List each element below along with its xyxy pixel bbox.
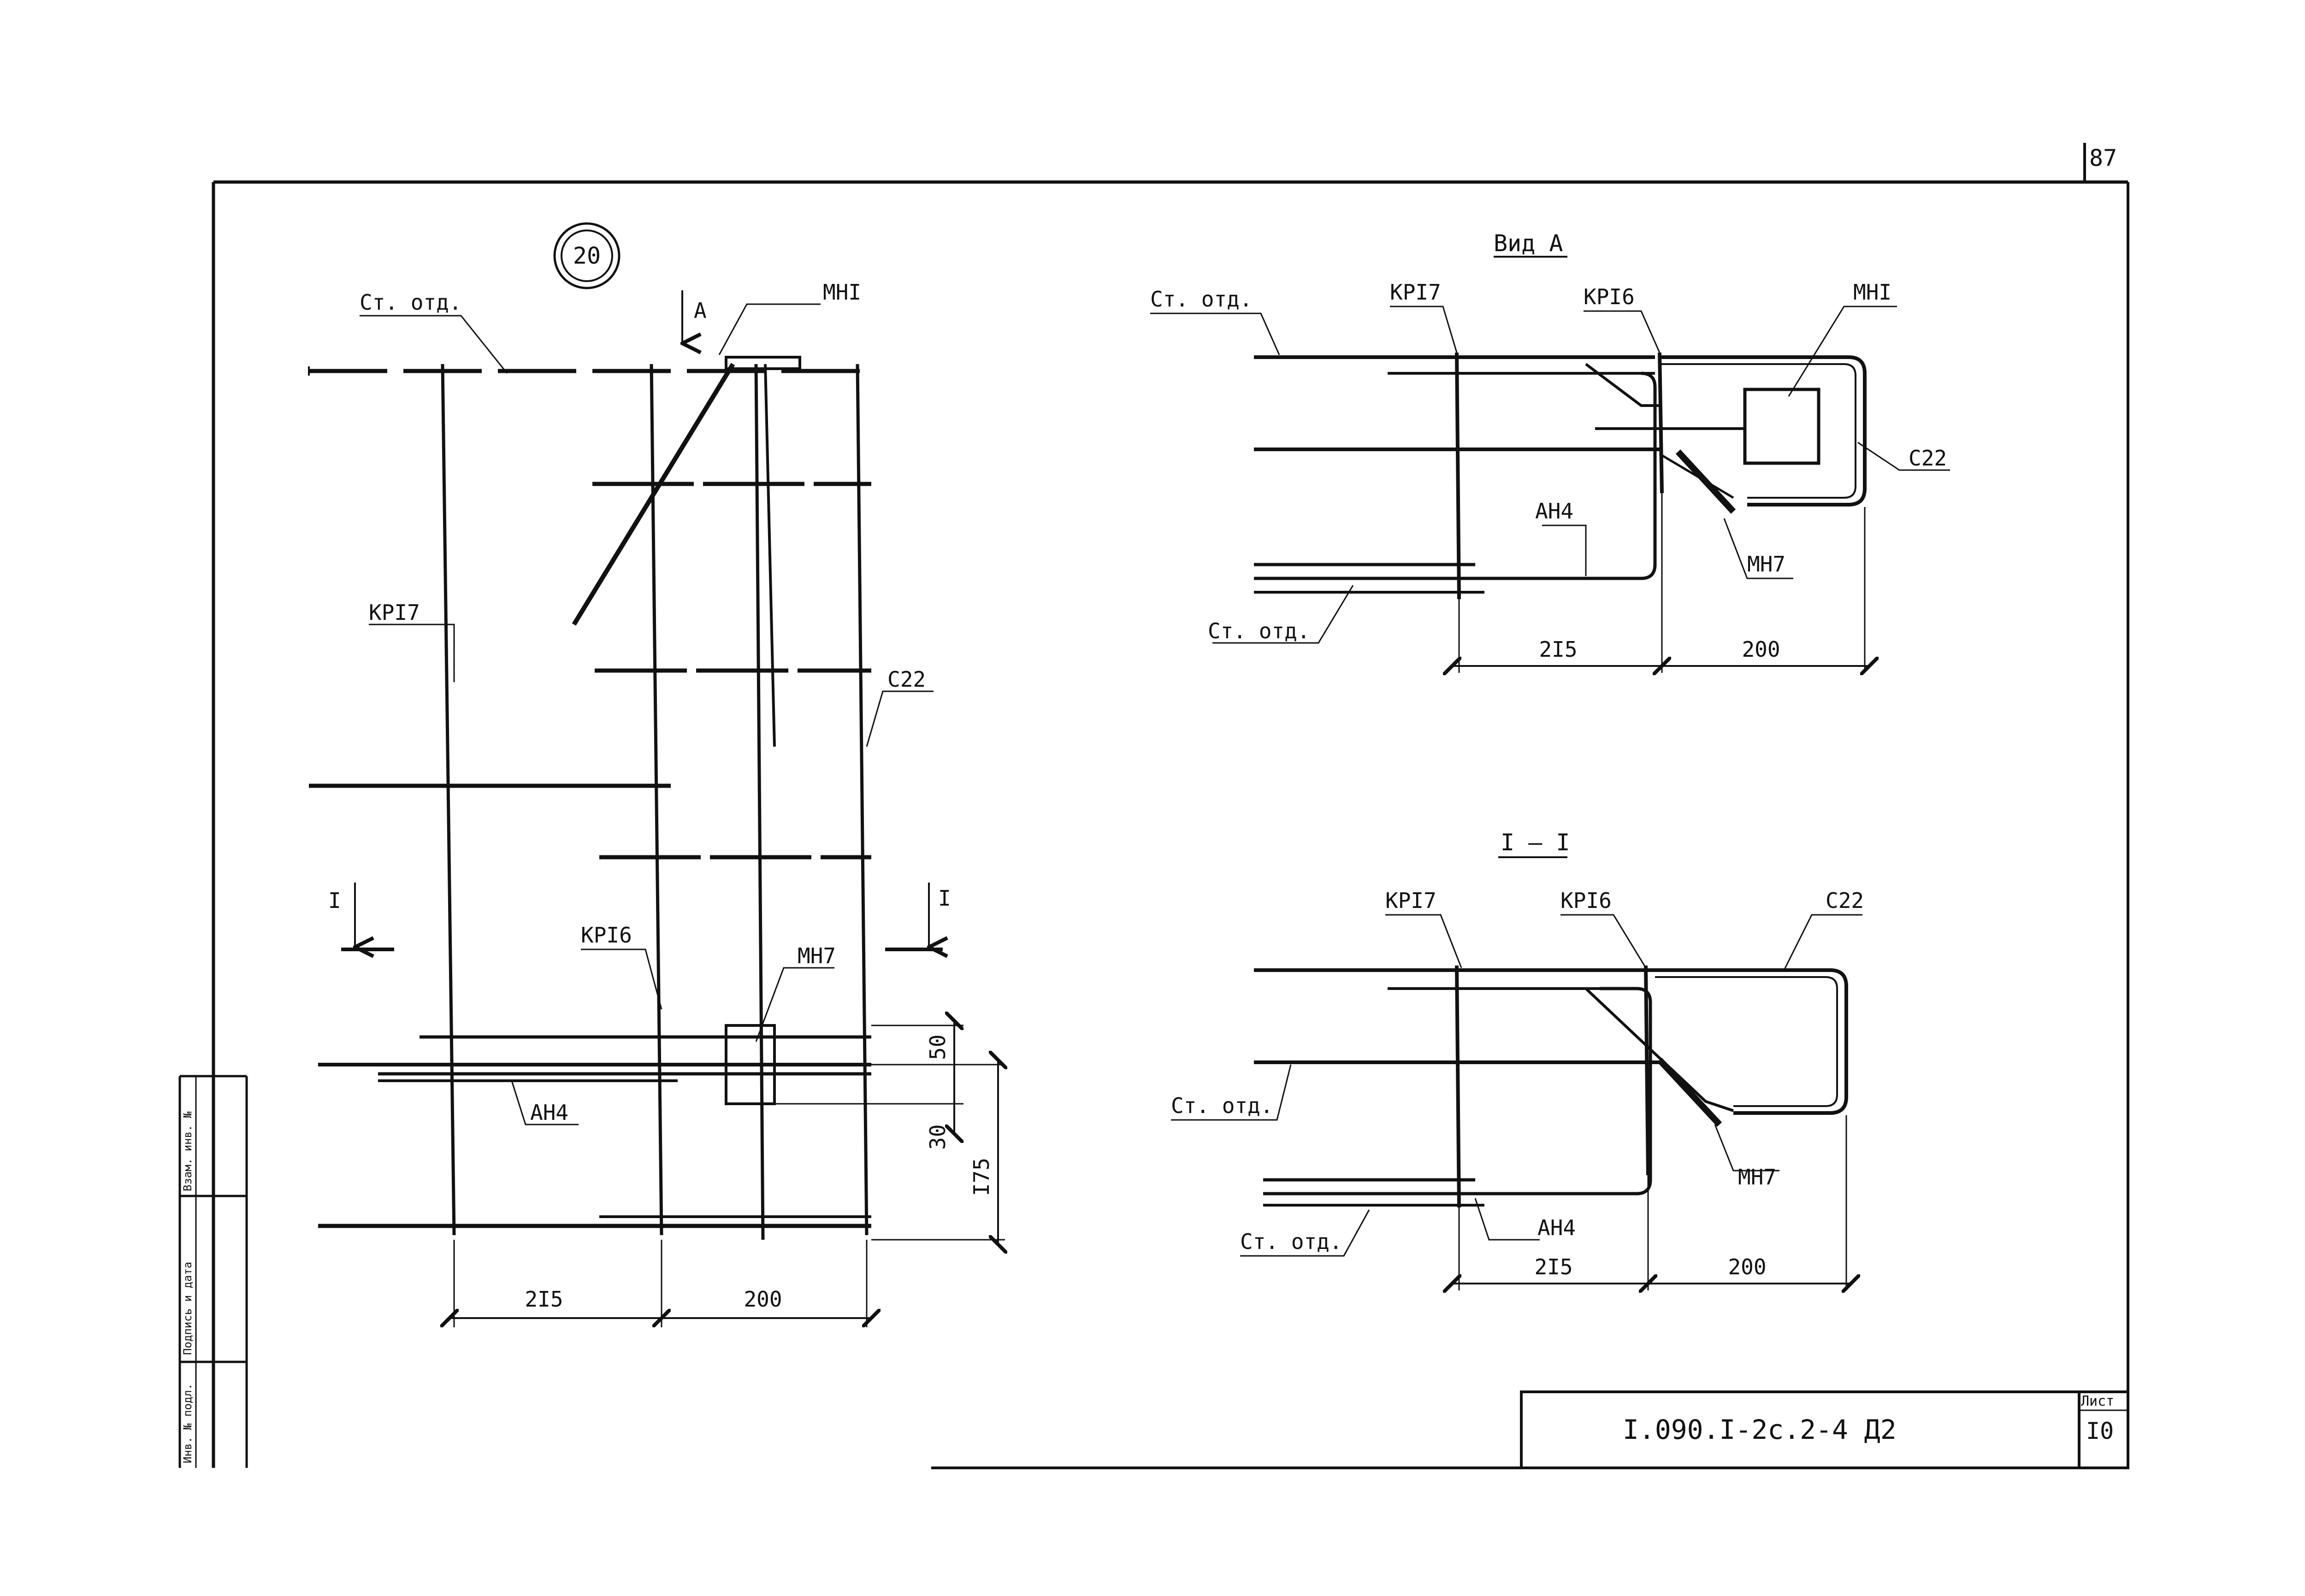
view-a-label-kr16: КРI6 [1584, 284, 1635, 309]
view-a-dim-215: 2I5 [1539, 637, 1577, 662]
plan-label-an4: АН4 [530, 1100, 568, 1125]
section-label-c22: С22 [1826, 888, 1864, 913]
drawing-code: I.090.I-2c.2-4 Д2 [1623, 1414, 1897, 1445]
section-label-kr16: КРI6 [1560, 888, 1612, 913]
page-number: 87 [2089, 145, 2117, 171]
section-label-mn7: МН7 [1738, 1165, 1776, 1190]
section-label-st-otd-mid: Ст. отд. [1171, 1093, 1273, 1118]
section-label-an4: АН4 [1537, 1215, 1576, 1240]
node-circle [553, 222, 621, 289]
view-a-title: Вид А [1494, 230, 1563, 257]
section-title: I – I [1501, 829, 1570, 856]
view-a-label-kr17: КРI7 [1390, 280, 1441, 305]
plan-label-mn7: МН7 [798, 943, 836, 968]
plan-label-kr17: КРI7 [369, 600, 420, 625]
section-label-st-otd-bottom: Ст. отд. [1240, 1229, 1342, 1254]
title-block [1520, 1390, 2129, 1469]
view-a: Вид А [1150, 230, 1950, 673]
plan-label-kr16: КРI6 [581, 923, 632, 948]
plan-label-st-otd: Ст. отд. [360, 290, 462, 315]
node-number: 20 [573, 242, 601, 269]
plan-dim-50: 50 [925, 1035, 950, 1060]
view-a-label-an4: АН4 [1535, 499, 1573, 524]
stamp-sign-label: Подпись и дата [181, 1262, 194, 1355]
view-a-label-st-otd-top: Ст. отд. [1150, 287, 1253, 312]
plan-label-mn1: МНI [823, 280, 861, 305]
view-a-label-st-otd-bottom: Ст. отд. [1208, 618, 1310, 643]
section-1-1: I – I [1171, 829, 1864, 1290]
plan-dim-30: 30 [925, 1125, 950, 1150]
stamp-inv-label: Инв. № подл. [181, 1384, 194, 1463]
plan-dim-200: 200 [744, 1287, 782, 1312]
plan-dim-215: 2I5 [525, 1287, 563, 1312]
plan-cut-right: I [938, 886, 951, 911]
plan-label-c22: С22 [887, 667, 926, 692]
stamp-replace-label: Взам. инв. № [181, 1111, 194, 1191]
view-a-label-mn1: МНI [1853, 280, 1891, 305]
plan-label-view-a: А [694, 298, 707, 323]
section-dim-215: 2I5 [1534, 1254, 1572, 1279]
view-a-label-c22: С22 [1909, 446, 1947, 471]
view-a-label-mn7: МН7 [1747, 552, 1785, 577]
side-stamp [178, 1075, 248, 1468]
section-label-kr17: КРI7 [1385, 888, 1436, 913]
sheet-number: I0 [2086, 1418, 2114, 1444]
view-a-dim-200: 200 [1742, 637, 1780, 662]
plan-view: 20 [308, 222, 1005, 1327]
plan-cut-left: I [328, 888, 341, 913]
plan-dim-175: I75 [969, 1158, 994, 1196]
section-dim-200: 200 [1728, 1254, 1766, 1279]
sheet-label: Лист [2081, 1393, 2114, 1409]
sheet-frame [212, 143, 2129, 1469]
